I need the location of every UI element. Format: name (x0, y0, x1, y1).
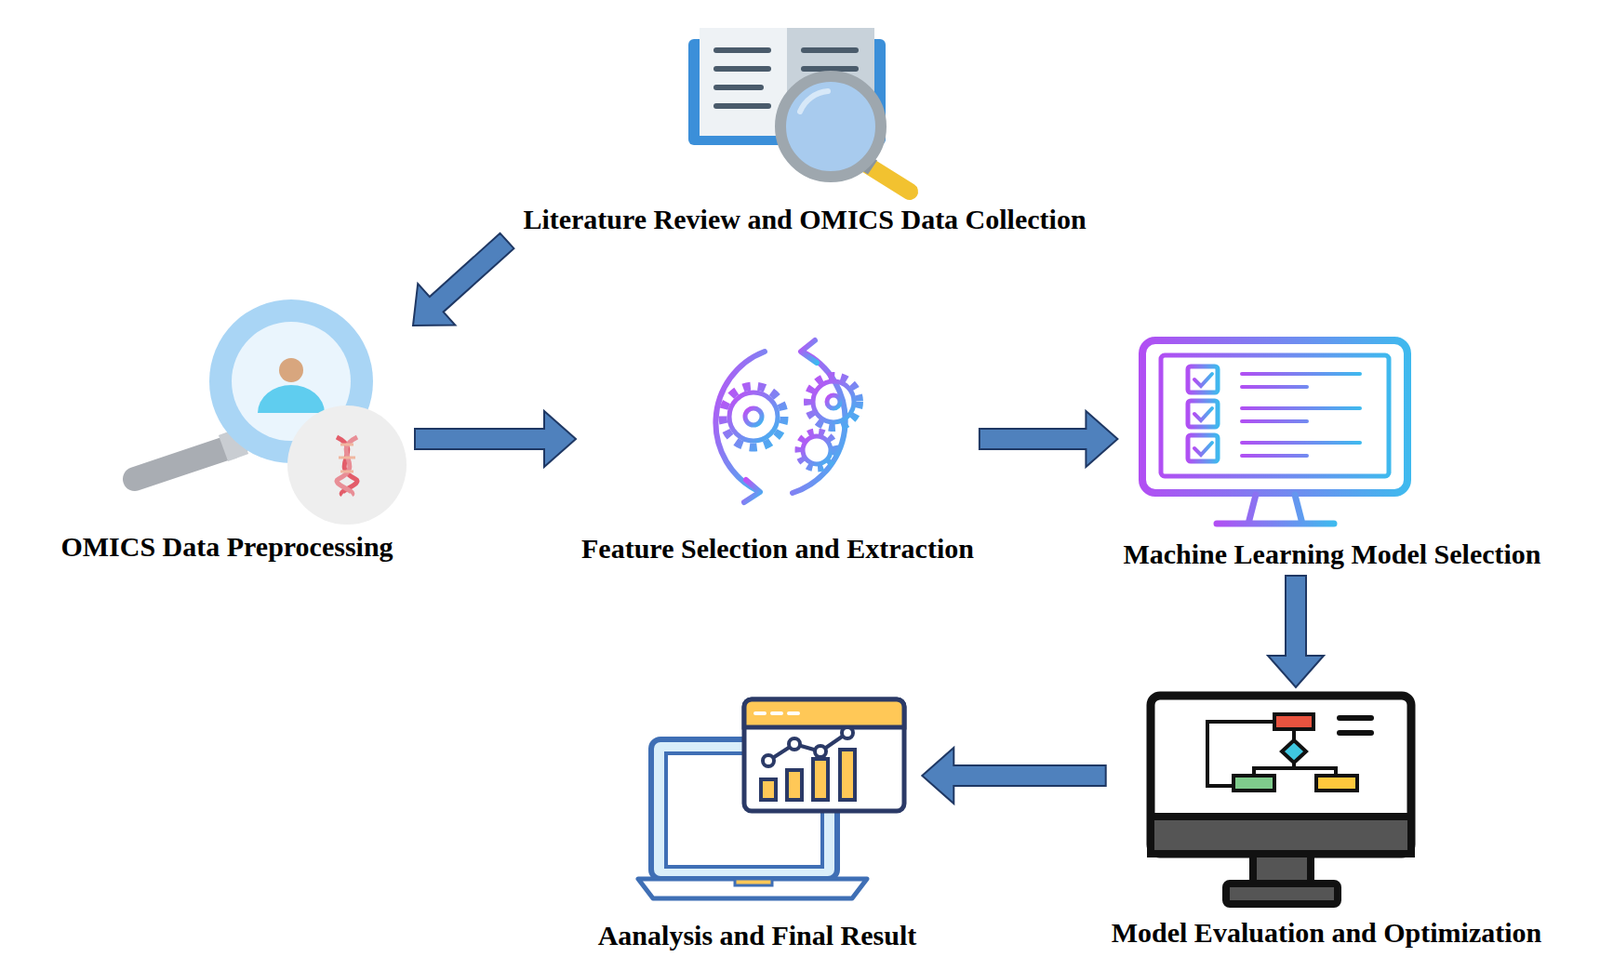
gears-icon (715, 340, 860, 503)
checklist-monitor-icon (1142, 340, 1408, 524)
step-label: Aanalysis and Final Result (598, 919, 918, 952)
step-label: Feature Selection and Extraction (581, 532, 974, 565)
process-step: Feature Selection and Extraction (581, 334, 974, 565)
step-label: Model Evaluation and Optimization (1111, 916, 1543, 949)
block-arrow (414, 411, 576, 467)
block-arrow (1267, 575, 1324, 688)
flowchart-monitor-icon (1150, 695, 1412, 905)
block-arrow (413, 233, 514, 326)
step-label: Machine Learning Model Selection (1122, 537, 1541, 571)
process-step: Literature Review and OMICS Data Collect… (522, 23, 1086, 236)
process-step: Machine Learning Model Selection (1122, 336, 1541, 571)
process-step: OMICS Data Preprocessing (60, 331, 410, 563)
step-label: Literature Review and OMICS Data Collect… (522, 202, 1086, 236)
magnifier-person-icon (134, 299, 407, 525)
block-arrow (979, 411, 1119, 467)
block-arrow (921, 747, 1106, 804)
laptop-chart-icon (638, 699, 905, 899)
book-icon (688, 27, 910, 192)
process-step: Aanalysis and Final Result (598, 697, 918, 952)
step-label: OMICS Data Preprocessing (60, 530, 393, 563)
process-step: Model Evaluation and Optimization (1111, 693, 1543, 949)
